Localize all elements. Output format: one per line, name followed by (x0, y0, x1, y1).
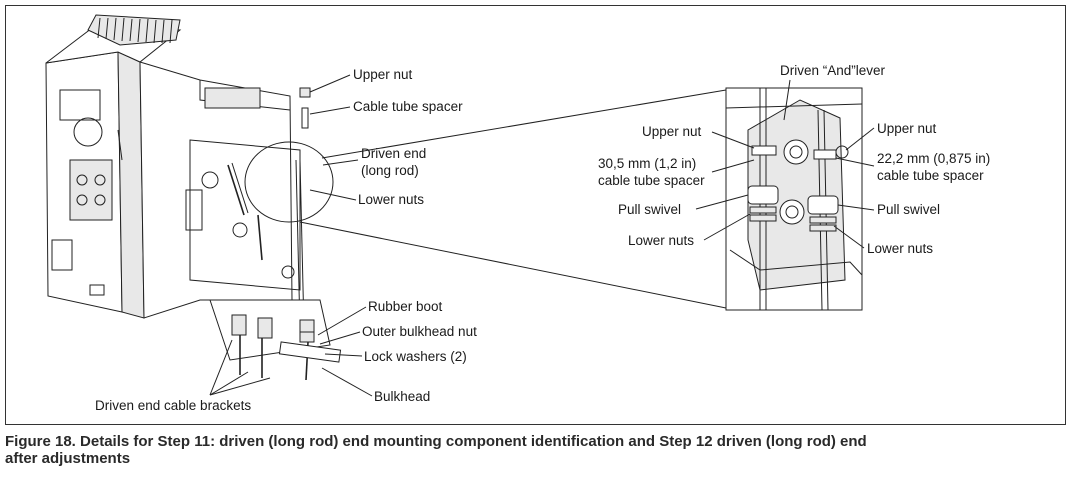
label-upper-nut: Upper nut (353, 67, 413, 82)
label-bulkhead: Bulkhead (374, 389, 431, 404)
label-spacer-right-name: cable tube spacer (877, 168, 984, 183)
detail-inset (725, 87, 863, 311)
label-cable-tube-spacer: Cable tube spacer (353, 99, 463, 114)
label-outer-bulkhead-nut: Outer bulkhead nut (362, 324, 477, 339)
label-spacer-right-size: 22,2 mm (0,875 in) (877, 151, 991, 166)
figure-caption: Figure 18. Details for Step 11: driven (… (5, 433, 1035, 467)
label-long-rod: (long rod) (361, 163, 419, 178)
label-driven-end-cable-brackets: Driven end cable brackets (95, 398, 252, 413)
label-upper-nut-right: Upper nut (877, 121, 937, 136)
breaker-body (45, 14, 342, 381)
label-upper-nut-left: Upper nut (642, 124, 702, 139)
leader-lines (209, 74, 727, 397)
inset-leader-lines (695, 79, 875, 249)
label-lower-nuts-right: Lower nuts (867, 241, 934, 256)
label-rubber-boot: Rubber boot (368, 299, 443, 314)
label-driven-end: Driven end (361, 146, 427, 161)
label-driven-and-lever: Driven “And”lever (780, 63, 886, 78)
label-spacer-left-size: 30,5 mm (1,2 in) (598, 156, 697, 171)
label-lower-nuts-left: Lower nuts (628, 233, 695, 248)
caption-line-1: Figure 18. Details for Step 11: driven (… (5, 433, 867, 450)
label-pull-swivel-right: Pull swivel (877, 202, 941, 217)
caption-line-2: after adjustments (5, 450, 131, 467)
exploded-parts (299, 87, 311, 129)
label-lock-washers: Lock washers (2) (364, 349, 467, 364)
label-lower-nuts: Lower nuts (358, 192, 425, 207)
label-pull-swivel-left: Pull swivel (618, 202, 682, 217)
label-spacer-left-name: cable tube spacer (598, 173, 705, 188)
